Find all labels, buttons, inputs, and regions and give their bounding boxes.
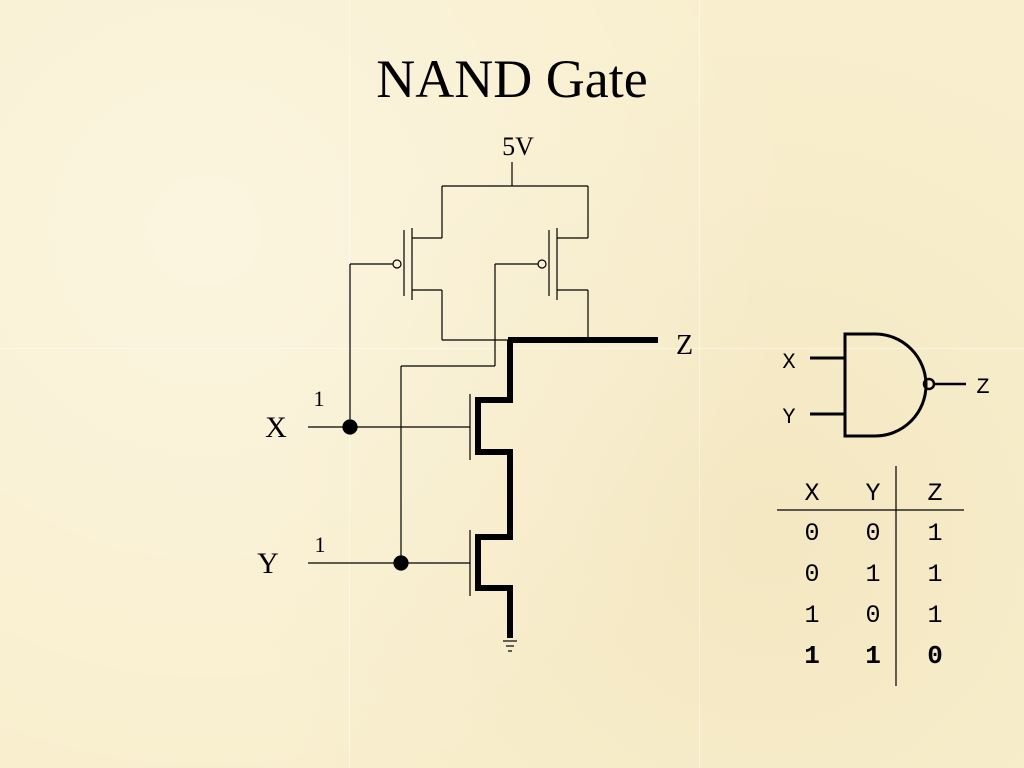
truth-table-cell: 1 [927,560,942,589]
slide-title: NAND Gate [376,49,648,109]
truth-table-cell: 1 [927,519,942,548]
truth-table-cell: 1 [865,641,881,671]
pmos-transistor-y [494,186,589,366]
truth-table-cell: 0 [804,560,819,589]
ground-icon [503,640,517,652]
truth-table-cell: 1 [804,601,819,630]
truth-table-cell: 1 [804,641,820,671]
supply-label: 5V [502,132,534,161]
input-y-value: 1 [315,532,326,557]
truth-table-cell: 0 [865,601,880,630]
output-z-label: Z [676,330,693,361]
symbol-y-label: Y [782,405,795,430]
background-tile-seam [699,0,700,768]
input-x-label: X [265,411,287,444]
input-x-value: 1 [314,386,325,411]
input-y-label: Y [257,547,279,580]
truth-table-cell: 0 [927,641,943,671]
input-y-junction [393,555,409,571]
truth-table: X Y Z 0 0 1 0 1 1 1 0 1 1 1 0 [777,466,964,686]
cmos-circuit: 5V [257,132,693,652]
truth-table-cell: 0 [804,519,819,548]
truth-table-header-y: Y [865,479,880,508]
nand-gate-symbol: X Y Z [782,332,990,438]
symbol-x-label: X [782,350,795,375]
nmos-conducting-path [475,340,513,638]
pmos-transistor-x [350,186,443,340]
truth-table-header-x: X [804,479,819,508]
symbol-z-label: Z [976,375,989,400]
truth-table-cell: 1 [865,560,880,589]
input-x-junction [342,419,358,435]
truth-table-header-z: Z [927,479,942,508]
nand-body [843,332,928,438]
truth-table-cell: 1 [927,601,942,630]
truth-table-cell: 0 [865,519,880,548]
